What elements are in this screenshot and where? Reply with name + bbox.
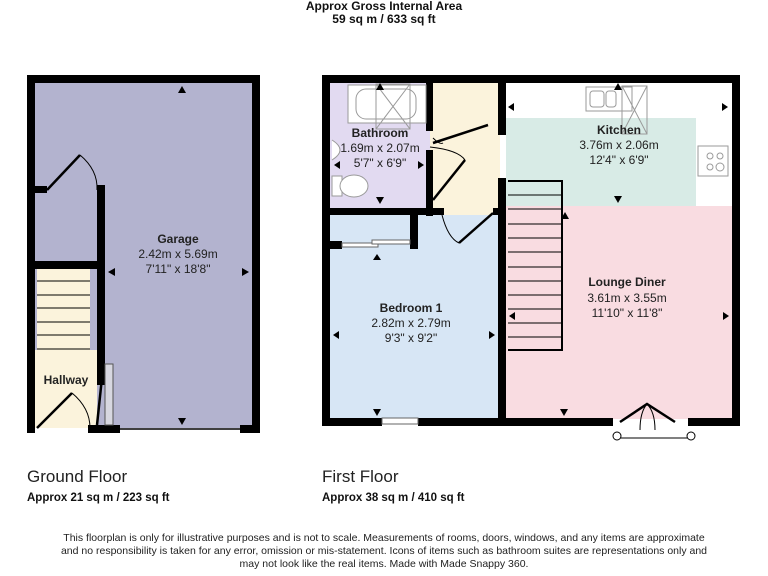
ground-stairs <box>37 268 90 350</box>
lounge-metric: 3.61m x 3.55m <box>587 291 666 305</box>
first-floor-area: Approx 38 sq m / 410 sq ft <box>322 492 465 504</box>
bathroom-metric: 1.69m x 2.07m <box>340 141 419 155</box>
kitchen-metric: 3.76m x 2.06m <box>579 138 658 152</box>
first-stairs <box>508 180 562 350</box>
kitchen-label: Kitchen <box>597 123 641 137</box>
toilet-fixture <box>331 139 369 198</box>
gross-area-total: 59 sq m / 633 sq ft <box>332 12 436 26</box>
bedroom-imperial: 9'3" x 9'2" <box>385 331 437 345</box>
gross-area-header: Approx Gross Internal Area 59 sq m / 633… <box>0 0 768 26</box>
bedroom-label: Bedroom 1 <box>380 301 443 315</box>
bathroom-imperial: 5'7" x 6'9" <box>354 156 406 170</box>
gross-area-title: Approx Gross Internal Area <box>305 0 463 13</box>
first-floor-label: First Floor <box>322 467 399 486</box>
garage-metric: 2.42m x 5.69m <box>138 247 217 261</box>
bath-fixture <box>347 83 427 130</box>
garage-imperial: 7'11" x 18'8" <box>146 262 211 276</box>
bedroom-metric: 2.82m x 2.79m <box>371 316 450 330</box>
lounge-label: Lounge Diner <box>588 275 666 289</box>
bathroom-label: Bathroom <box>352 126 409 140</box>
garage-label: Garage <box>157 232 199 246</box>
bedroom-window <box>381 417 419 425</box>
disclaimer: This floorplan is only for illustrative … <box>60 532 708 570</box>
ground-walls <box>27 75 260 433</box>
hallway-label: Hallway <box>44 373 89 387</box>
landing-room <box>430 82 500 217</box>
kitchen-imperial: 12'4" x 6'9" <box>589 153 648 167</box>
sink-fixture <box>585 85 648 135</box>
hallway-room <box>35 350 97 428</box>
first-walls <box>322 75 740 426</box>
ground-floor-area: Approx 21 sq m / 223 sq ft <box>27 492 170 504</box>
ground-floor-label: Ground Floor <box>27 467 128 486</box>
lounge-imperial: 11'10" x 11'8" <box>592 306 663 320</box>
hob-fixture <box>697 145 729 177</box>
